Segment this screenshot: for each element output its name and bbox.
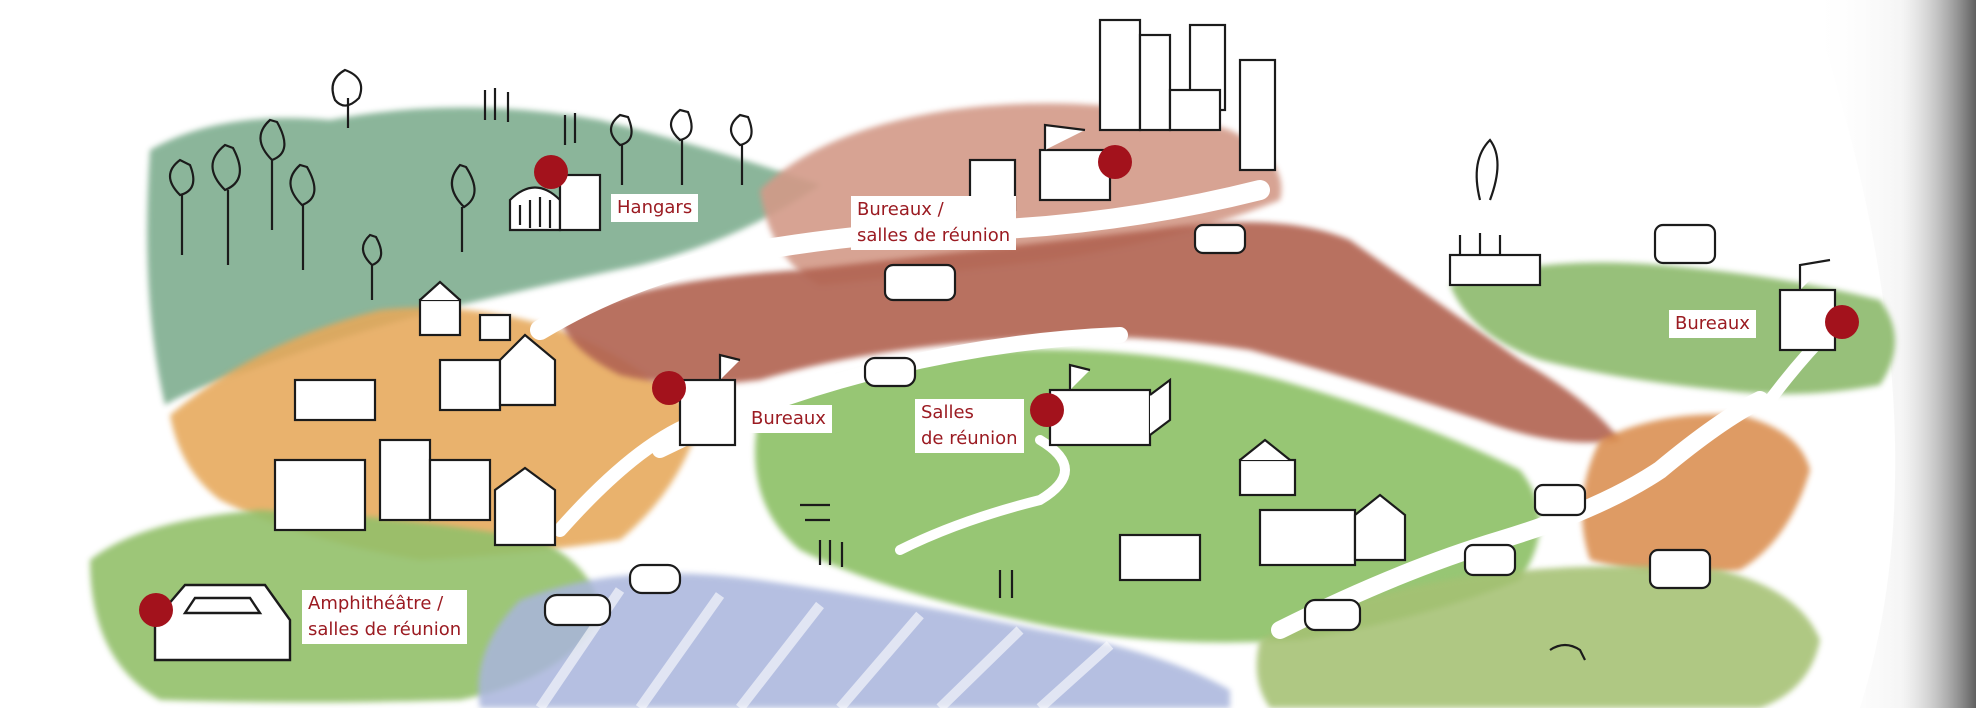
label-line: Hangars (617, 197, 693, 218)
map-pin-amphitheatre[interactable] (139, 593, 173, 627)
vehicles (543, 223, 1717, 632)
map-pin-bureaux-east[interactable] (1825, 305, 1859, 339)
forest-trees (168, 68, 753, 300)
label-line: Bureaux / (857, 199, 944, 220)
map-pin-hangars[interactable] (534, 155, 568, 189)
label-line: salles de réunion (857, 225, 1011, 246)
village-buildings (273, 280, 741, 547)
orange-field (1582, 414, 1810, 574)
label-line: de réunion (921, 428, 1018, 449)
east-buildings (1448, 138, 1837, 352)
label-line: Bureaux (1675, 313, 1750, 334)
meadow-buildings (1048, 363, 1407, 582)
label-hangars: Hangars (611, 194, 699, 222)
people (483, 88, 1586, 661)
label-bureaux-center: Bureaux (745, 405, 832, 433)
map-pin-bureaux-center[interactable] (652, 371, 686, 405)
label-bureaux-reunion-top: Bureaux / salles de réunion (851, 196, 1017, 250)
label-line: Salles (921, 402, 974, 423)
hangar-building (508, 173, 602, 232)
solar-rows (535, 587, 1114, 708)
amphitheatre-building (153, 583, 292, 662)
map-pin-salles-reunion[interactable] (1030, 393, 1064, 427)
label-bureaux-east: Bureaux (1669, 310, 1756, 338)
label-line: Bureaux (751, 408, 826, 429)
label-line: Amphithéâtre / (308, 593, 444, 614)
rose-hill-buildings (968, 18, 1277, 212)
lower-right-field (1256, 566, 1820, 708)
label-salles-reunion: Salles de réunion (915, 399, 1024, 453)
label-line: salles de réunion (308, 619, 462, 640)
label-amphitheatre: Amphithéâtre / salles de réunion (302, 590, 468, 644)
map-pin-bureaux-reunion-top[interactable] (1098, 145, 1132, 179)
